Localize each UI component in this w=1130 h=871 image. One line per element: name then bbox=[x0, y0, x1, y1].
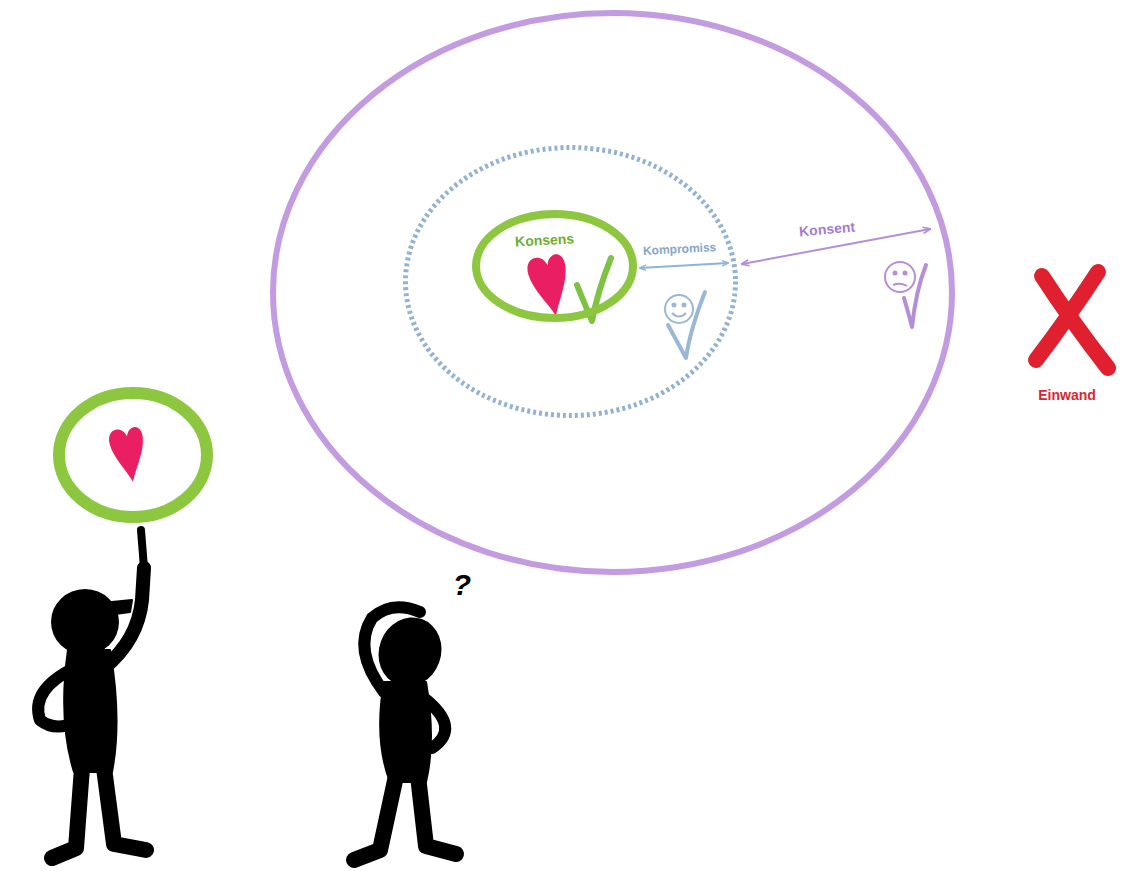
compromise-ellipse: KonsensKompromiss bbox=[403, 145, 738, 418]
check-symbol bbox=[668, 292, 705, 358]
question-mark: ? bbox=[453, 568, 471, 603]
span-arrow bbox=[640, 263, 728, 268]
neutral-face-symbol bbox=[885, 262, 915, 292]
ellipse-label: Konsent bbox=[798, 219, 855, 240]
idea-circle bbox=[59, 393, 207, 517]
ellipse-label: Konsens bbox=[515, 230, 575, 249]
ellipse-outline bbox=[273, 13, 952, 572]
consent-ellipse: KonsensKompromiss Konsent bbox=[270, 10, 955, 575]
heart-symbol bbox=[108, 426, 147, 484]
ellipse-outline bbox=[403, 145, 738, 418]
check-symbol bbox=[904, 265, 926, 327]
objection-label: Einwand bbox=[1038, 387, 1096, 403]
smiley-symbol bbox=[665, 295, 693, 323]
ellipse-label: Kompromiss bbox=[643, 241, 717, 259]
pointing-figure bbox=[38, 530, 146, 858]
ellipse-outline bbox=[270, 10, 955, 575]
ellipse-outline bbox=[476, 214, 633, 318]
objection-cross bbox=[1036, 272, 1108, 368]
ellipse-outline bbox=[406, 148, 736, 416]
thinking-figure bbox=[354, 607, 456, 860]
heart-symbol bbox=[526, 253, 572, 319]
consensus-ellipse: Konsens bbox=[472, 210, 637, 322]
ellipse-outline bbox=[472, 210, 637, 322]
